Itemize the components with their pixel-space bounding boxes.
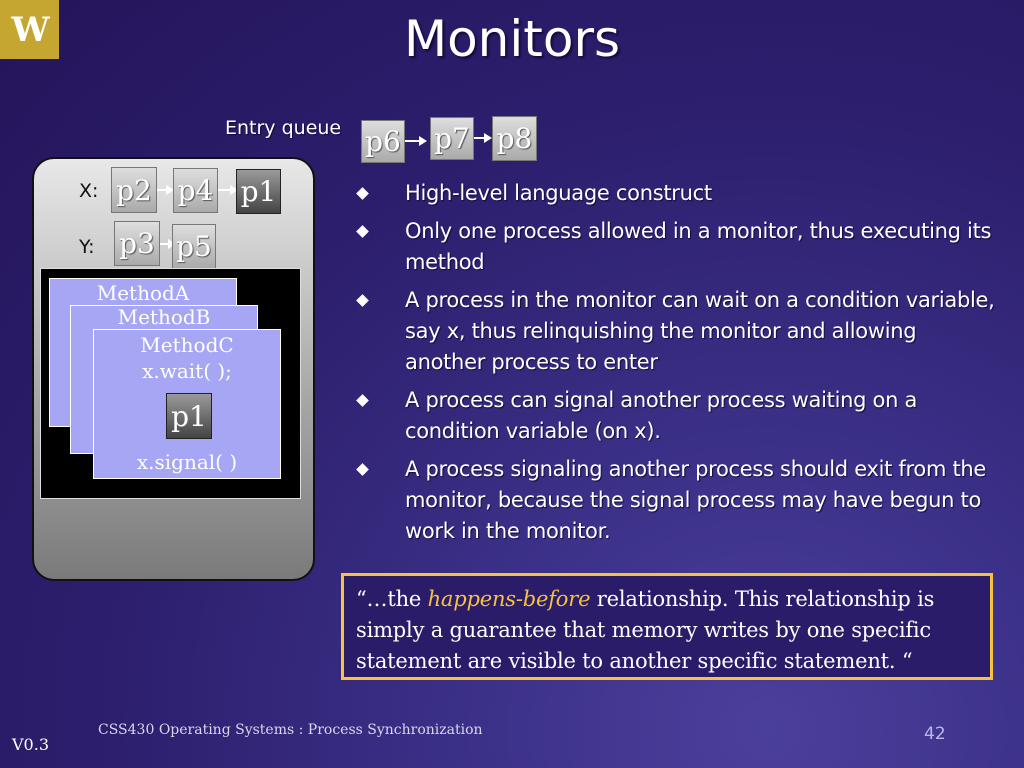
method-c-wait-code: x.wait( ); xyxy=(142,359,232,383)
condition-x-process-p4: p4 xyxy=(173,168,218,213)
footer-course-title: CSS430 Operating Systems : Process Synch… xyxy=(98,722,483,738)
condition-y-process-p5: p5 xyxy=(172,224,216,269)
method-c-label: MethodC xyxy=(140,333,234,357)
page-number: 42 xyxy=(924,724,946,744)
bullet-item: A process can signal another process wai… xyxy=(356,385,996,447)
entry-queue-process-p7: p7 xyxy=(430,117,474,160)
slide-title: Monitors xyxy=(403,10,621,68)
bullet-item: A process signaling another process shou… xyxy=(356,454,996,547)
quote-box: “…the happens-before relationship. This … xyxy=(341,573,993,680)
condition-y-arrow xyxy=(160,239,176,249)
bullet-list: High-level language construct Only one p… xyxy=(356,178,996,554)
version-label: V0.3 xyxy=(12,735,49,754)
bullet-item: High-level language construct xyxy=(356,178,996,209)
entry-queue-process-p8: p8 xyxy=(492,116,537,161)
quote-emphasis: happens-before xyxy=(427,587,591,611)
condition-x-label: X: xyxy=(79,180,99,202)
method-a-label: MethodA xyxy=(96,281,190,305)
entry-queue-arrow xyxy=(474,133,492,143)
method-c-signal-code: x.signal( ) xyxy=(136,450,238,474)
method-b-label: MethodB xyxy=(117,305,211,329)
entry-queue-arrow xyxy=(405,136,427,146)
bullet-item: A process in the monitor can wait on a c… xyxy=(356,285,996,378)
diamond-bullet-icon xyxy=(356,225,369,238)
diamond-bullet-icon xyxy=(356,394,369,407)
condition-x-arrow xyxy=(157,185,174,195)
quote-suffix: relationship. This relationship is simpl… xyxy=(356,587,935,673)
university-logo: W xyxy=(0,0,59,59)
diamond-bullet-icon xyxy=(356,294,369,307)
condition-y-process-p3: p3 xyxy=(114,221,160,266)
entry-queue-label: Entry queue xyxy=(225,117,342,139)
diamond-bullet-icon xyxy=(356,463,369,476)
bullet-item: Only one process allowed in a monitor, t… xyxy=(356,216,996,278)
active-process-p1: p1 xyxy=(166,393,212,439)
condition-x-process-p1: p1 xyxy=(236,169,281,214)
entry-queue-process-p6: p6 xyxy=(361,120,405,163)
quote-prefix: “…the xyxy=(356,587,428,611)
condition-x-arrow xyxy=(218,185,238,195)
condition-y-label: Y: xyxy=(79,236,95,258)
condition-x-process-p2: p2 xyxy=(111,167,157,213)
diamond-bullet-icon xyxy=(356,187,369,200)
